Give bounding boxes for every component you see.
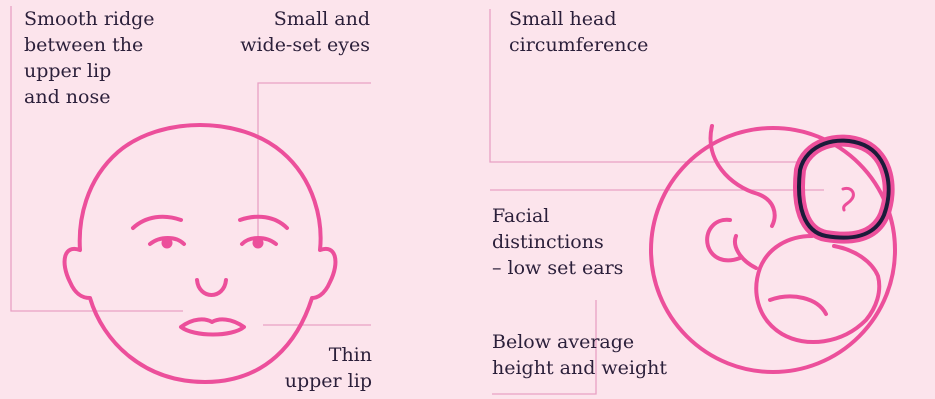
lips [181, 319, 244, 334]
eyes-leader-line [258, 83, 371, 248]
fetus-body [756, 236, 879, 342]
thin-upper-lip-label: Thin upper lip [220, 342, 372, 394]
below-average-height-weight-label: Below average height and weight [492, 329, 712, 381]
right-eyebrow [240, 217, 287, 228]
left-pupil [162, 238, 173, 249]
left-eyebrow [133, 217, 181, 228]
fetus-hand [735, 236, 756, 268]
fetus-ear [843, 188, 853, 210]
facial-distinctions-label: Facial distinctions – low set ears [492, 203, 672, 281]
right-pupil [253, 238, 264, 249]
small-head-circumference-label: Small head circumference [509, 6, 709, 58]
smooth-ridge-label: Smooth ridge between the upper lip and n… [24, 6, 184, 110]
mouth-smile [197, 280, 226, 295]
small-wide-set-eyes-label: Small and wide-set eyes [218, 6, 370, 58]
fetus-leg [770, 296, 826, 314]
